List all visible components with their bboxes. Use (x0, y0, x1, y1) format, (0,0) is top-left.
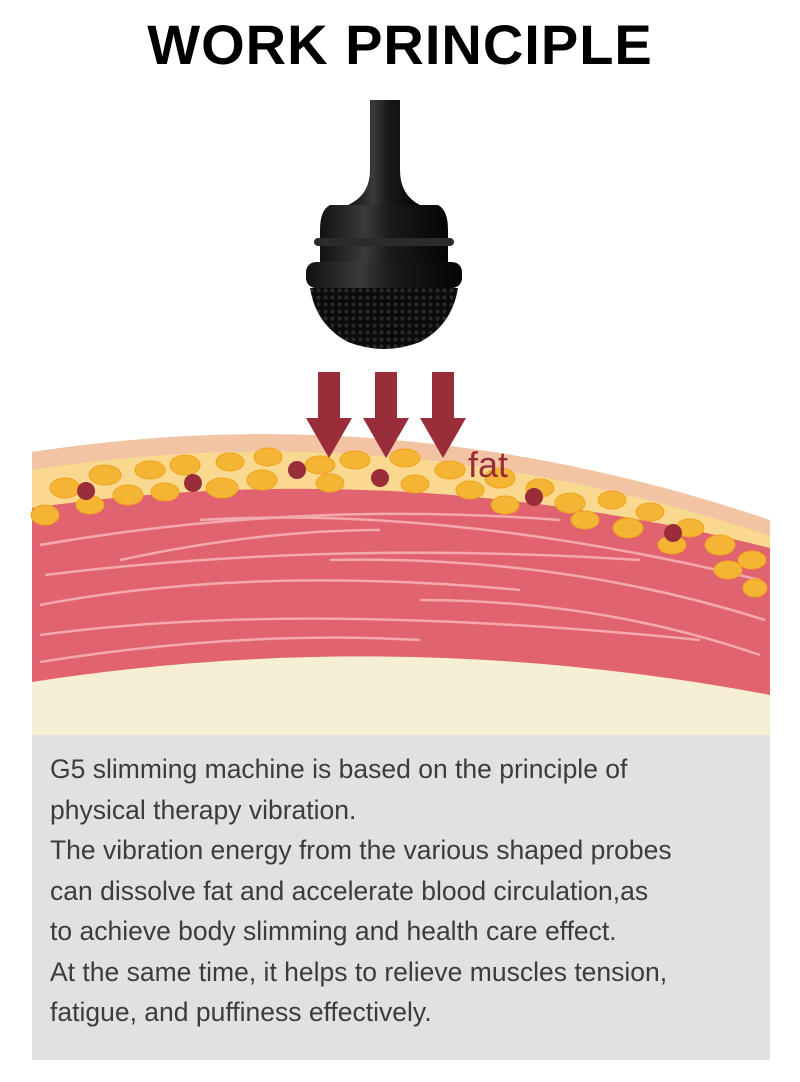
fat-dots (77, 461, 682, 542)
description-line: to achieve body slimming and health care… (50, 916, 617, 946)
description-line: physical therapy vibration. (50, 794, 357, 825)
fat-layer (32, 442, 770, 548)
fat-cells (30, 447, 768, 598)
description-line: can dissolve fat and accelerate blood ci… (50, 875, 649, 906)
description-line: G5 slimming machine is based on the prin… (50, 754, 628, 784)
page-title: WORK PRINCIPLE (147, 13, 653, 76)
muscle-fibers (39, 512, 766, 664)
arrow-down-icon (306, 372, 466, 458)
description-box: G5 slimming machine is based on the prin… (32, 735, 770, 1060)
description-line: At the same time, it helps to relieve mu… (50, 956, 668, 987)
probe-icon (306, 100, 462, 349)
work-principle-diagram: fat (30, 100, 770, 735)
bone-layer (32, 652, 770, 735)
description-line: fatigue, and puffiness effectively. (50, 997, 432, 1027)
fat-label: fat (468, 444, 508, 485)
description-line: The vibration energy from the various sh… (50, 835, 672, 865)
muscle-layer (32, 487, 770, 695)
